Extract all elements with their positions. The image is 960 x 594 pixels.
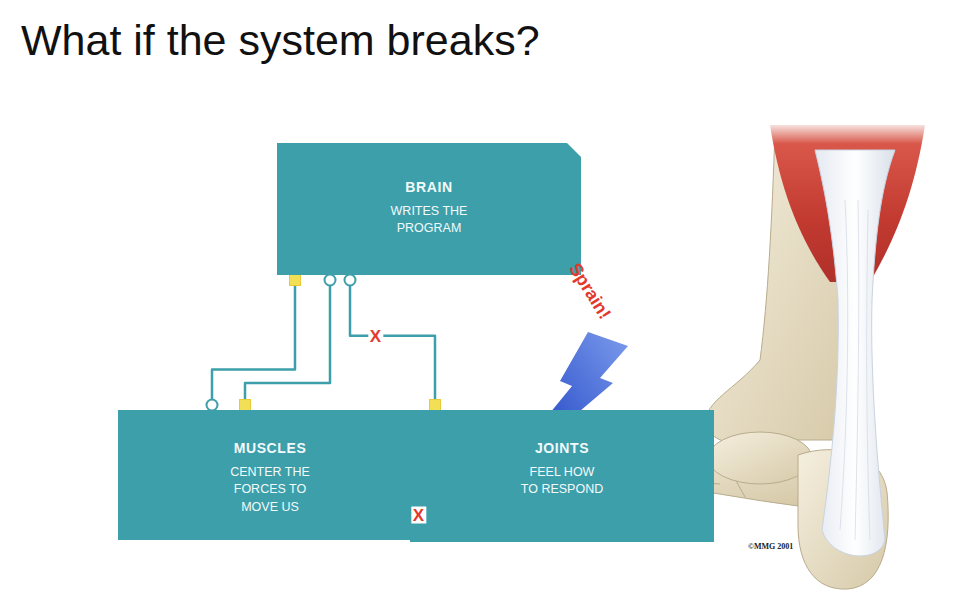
pin-square	[240, 400, 251, 411]
box-description: CENTER THE FORCES TO MOVE US	[224, 464, 316, 517]
box-fill	[277, 143, 581, 275]
pin-circle	[345, 275, 356, 286]
signal-wire	[245, 275, 330, 410]
signal-wire	[212, 275, 295, 410]
signal-wire	[350, 275, 435, 410]
output-pin	[290, 275, 301, 286]
pin-circle	[325, 275, 336, 286]
muscles-box: MUSCLES CENTER THE FORCES TO MOVE US	[118, 410, 422, 540]
box-description: FEEL HOW TO RESPOND	[520, 464, 604, 499]
box-fill	[410, 410, 714, 542]
break-mark: X	[411, 507, 426, 524]
pin-square	[430, 400, 441, 411]
box-heading: MUSCLES	[126, 440, 414, 457]
talus-bone	[708, 432, 812, 484]
pin-circle	[207, 400, 218, 411]
copyright-note: ©MMG 2001	[748, 543, 793, 551]
break-mark: X	[368, 327, 383, 344]
output-pin	[430, 400, 441, 411]
achilles-tendon	[815, 150, 895, 556]
box-fill	[118, 410, 422, 540]
box-description: WRITES THE PROGRAM	[385, 203, 473, 238]
output-pin	[240, 400, 251, 411]
input-pin	[345, 275, 356, 286]
box-heading: BRAIN	[285, 179, 573, 196]
input-pin	[207, 400, 218, 411]
pin-square	[290, 275, 301, 286]
slide-title: What if the system breaks?	[21, 17, 540, 64]
brain-box: BRAIN WRITES THE PROGRAM	[277, 143, 581, 275]
box-heading: JOINTS	[418, 440, 706, 457]
sprain-callout: Sprain!	[566, 260, 614, 322]
joints-box: JOINTS FEEL HOW TO RESPOND	[410, 410, 714, 542]
tendon-fibres	[840, 200, 870, 540]
input-pin	[325, 275, 336, 286]
